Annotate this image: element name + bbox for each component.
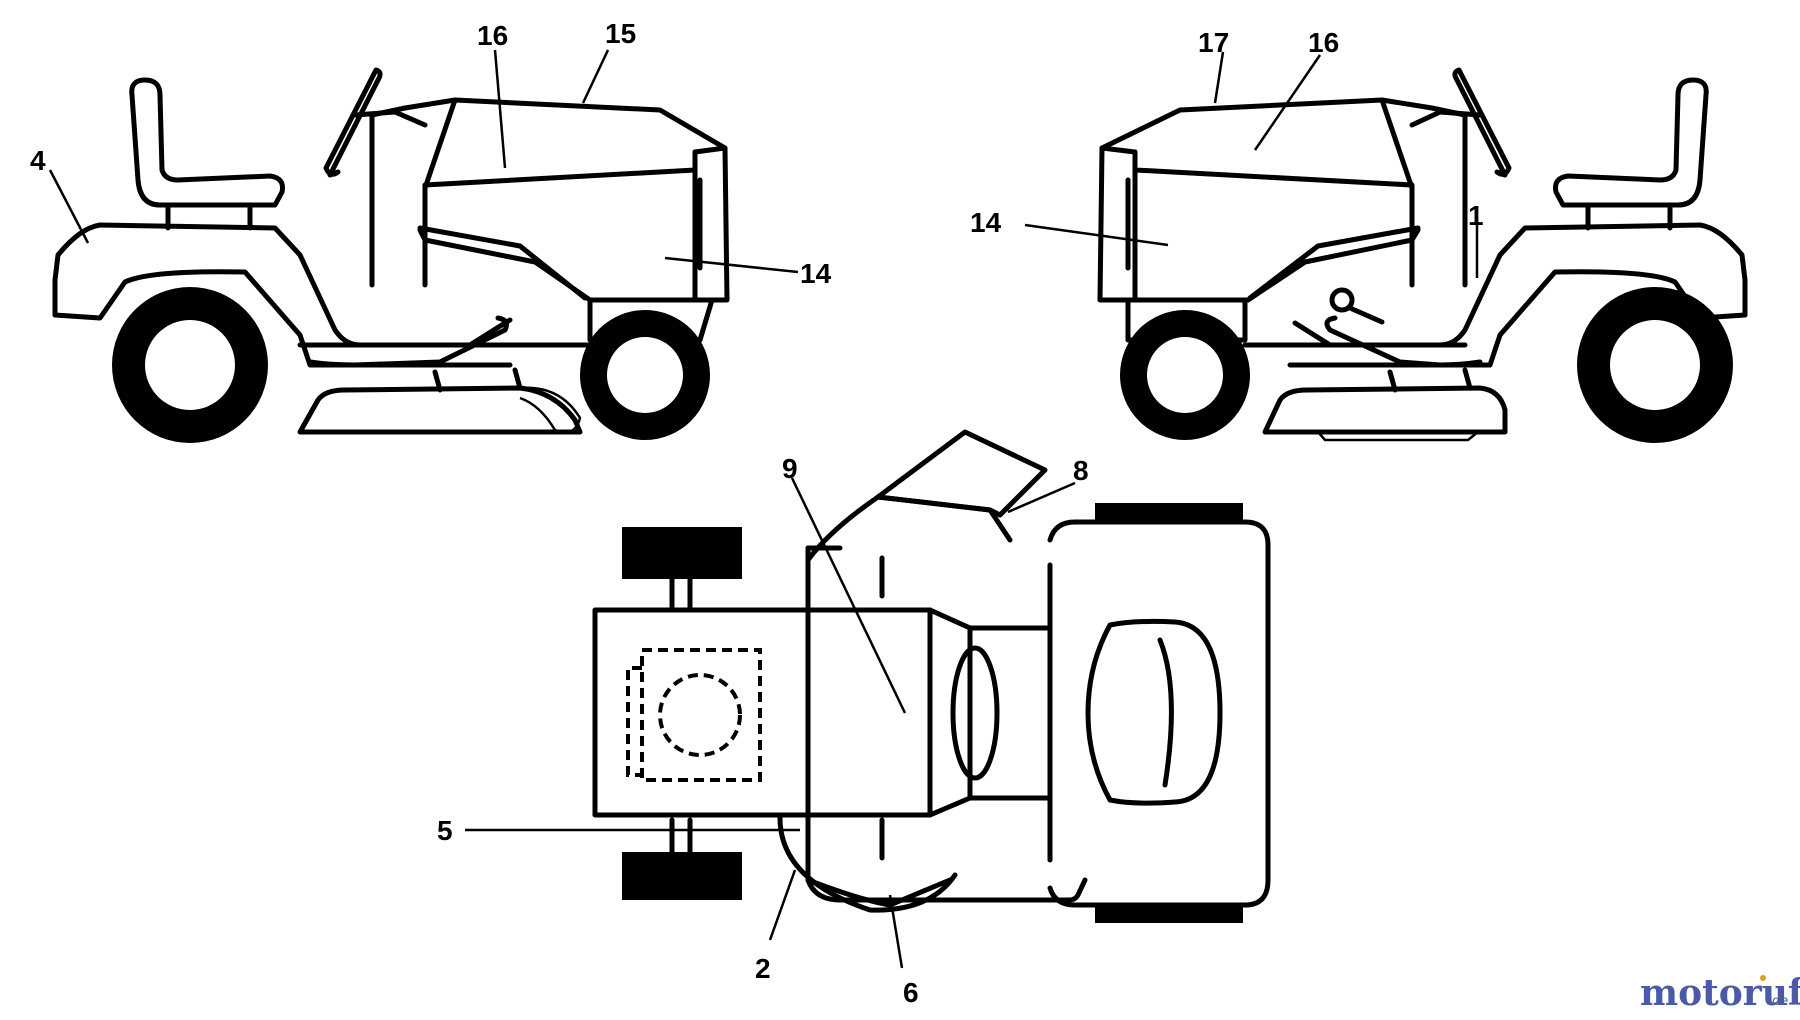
seat-top bbox=[640, 648, 762, 782]
steering-top bbox=[658, 673, 742, 757]
callout-14-right: 14 bbox=[970, 207, 1002, 238]
rear-body-top bbox=[592, 607, 933, 818]
callout-17: 17 bbox=[1198, 27, 1229, 58]
callout-16-left: 16 bbox=[477, 20, 508, 51]
hood-top bbox=[1047, 519, 1271, 908]
tractor-top-view bbox=[592, 429, 1271, 923]
callout-1: 1 bbox=[1468, 200, 1484, 231]
svg-text:motoruf: motoruf bbox=[1640, 972, 1800, 1014]
mower-deck-right bbox=[1262, 385, 1508, 435]
callout-8: 8 bbox=[1073, 455, 1089, 486]
seat-left bbox=[129, 77, 285, 208]
grille-top bbox=[1085, 618, 1223, 806]
tractor-left-side-view bbox=[52, 67, 730, 443]
steering-wheel-right bbox=[1452, 67, 1512, 178]
callout-4: 4 bbox=[30, 145, 46, 176]
seat-right bbox=[1553, 77, 1709, 208]
watermark-suffix: .de bbox=[1768, 994, 1788, 1009]
callout-2: 2 bbox=[755, 953, 771, 984]
callout-labels: 1 2 4 5 6 8 9 14 14 15 16 16 17 bbox=[30, 18, 1484, 1008]
steering-wheel-left bbox=[323, 67, 383, 178]
watermark-logo: motoruf .de bbox=[1640, 972, 1800, 1014]
callout-16-right: 16 bbox=[1308, 27, 1339, 58]
callout-9: 9 bbox=[782, 453, 798, 484]
callout-5: 5 bbox=[437, 815, 453, 846]
leader-lines bbox=[48, 49, 1479, 969]
callout-15: 15 bbox=[605, 18, 636, 49]
discharge-chute bbox=[875, 429, 1048, 518]
watermark-text: motoruf bbox=[1640, 972, 1800, 1014]
tractor-right-side-view bbox=[1097, 67, 1748, 443]
callout-14-left: 14 bbox=[800, 258, 832, 289]
callout-6: 6 bbox=[903, 977, 919, 1008]
